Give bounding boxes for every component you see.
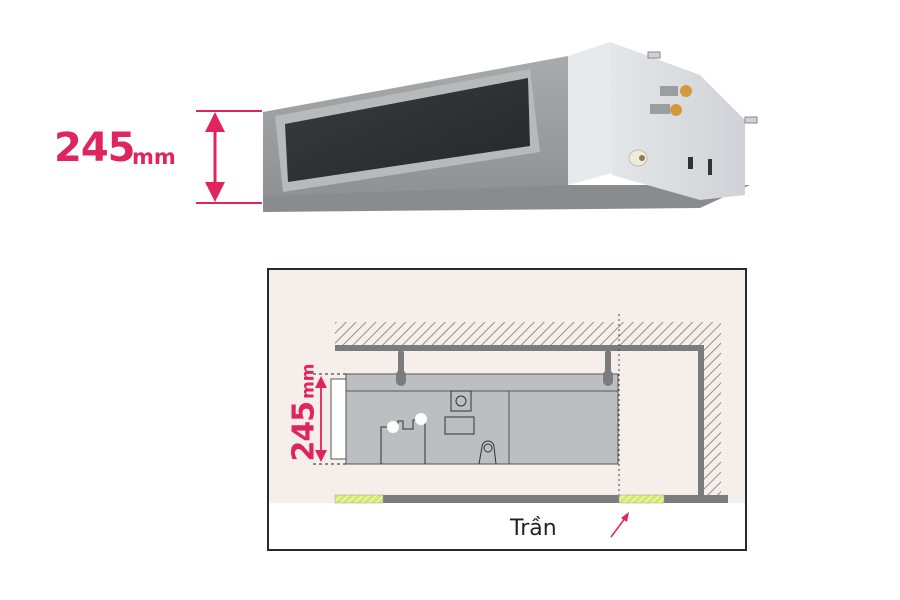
height-dimension-value: 245 [54,125,135,171]
installation-diagram [267,268,747,551]
product-photo [196,42,758,212]
ceiling-label: Trần [510,516,557,541]
diagram-height-unit: mm [298,363,319,399]
diagram-height-label: 245mm [287,363,322,461]
indoor-unit-drawing [330,370,619,465]
diagram-height-value: 245 [286,401,322,462]
ac-unit-illustration [263,42,758,212]
ceiling-board [335,495,728,503]
height-dimension-arrow [196,110,262,204]
height-dimension-unit: mm [132,145,176,169]
wall-hatch [701,322,721,503]
return-grille [334,494,384,504]
slab-hatch [335,322,721,348]
grille-pointer-arrow [610,512,629,538]
installation-diagram-drawing [269,270,745,538]
supply-grille [618,494,665,504]
diagram-height-arrow [315,376,327,462]
